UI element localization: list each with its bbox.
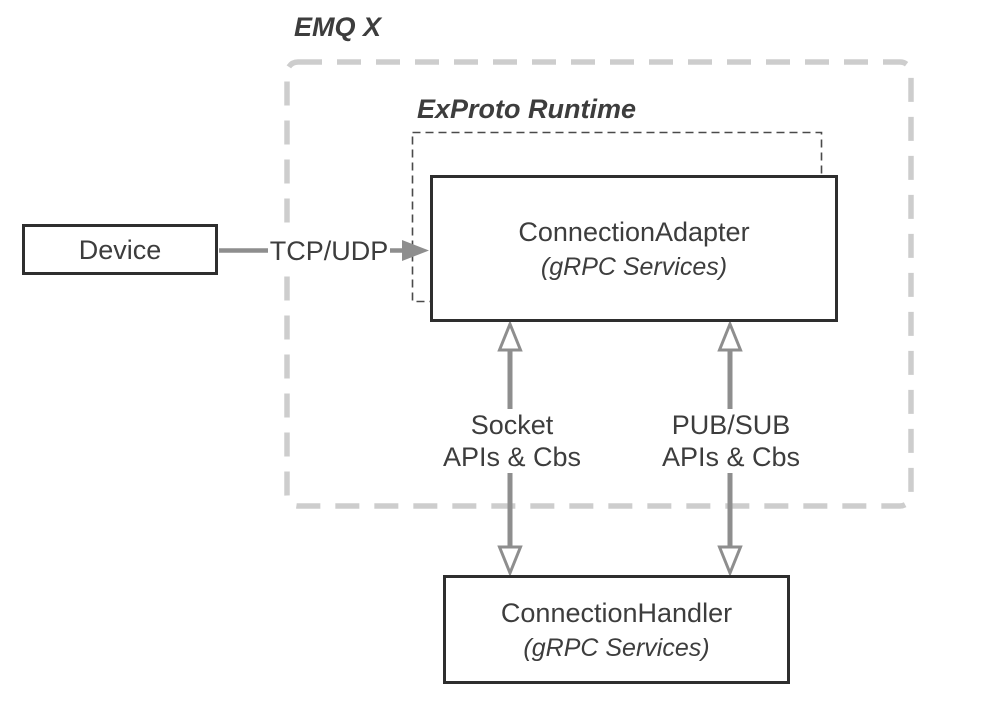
pubsub-edge-label-line2: APIs & Cbs — [661, 442, 801, 472]
connection-adapter-node: ConnectionAdapter (gRPC Services) — [430, 175, 838, 322]
pubsub-edge-label: PUB/SUB APIs & Cbs — [661, 409, 801, 473]
socket-edge-label-line1: Socket — [470, 410, 554, 440]
connection-adapter-label: ConnectionAdapter — [518, 216, 750, 247]
pubsub-arrowhead-down — [717, 545, 743, 578]
emqx-group-title: EMQ X — [294, 12, 382, 42]
socket-edge-label-line2: APIs & Cbs — [442, 442, 582, 472]
socket-edge-label: Socket APIs & Cbs — [442, 409, 582, 473]
device-node-label: Device — [78, 234, 162, 265]
tcp-udp-arrowhead — [402, 240, 429, 261]
connection-handler-sublabel: (gRPC Services) — [523, 633, 710, 662]
emqx-group-boundary — [284, 59, 914, 509]
socket-arrowhead-down — [497, 545, 523, 578]
connection-handler-node: ConnectionHandler (gRPC Services) — [443, 575, 790, 684]
device-node: Device — [22, 224, 218, 275]
exproto-runtime-title: ExProto Runtime — [417, 94, 637, 124]
tcp-udp-edge-label: TCP/UDP — [268, 235, 390, 267]
connection-adapter-sublabel: (gRPC Services) — [540, 252, 728, 281]
connection-handler-label: ConnectionHandler — [500, 597, 733, 628]
socket-arrowhead-up — [497, 319, 523, 352]
pubsub-arrowhead-up — [717, 319, 743, 352]
pubsub-edge-label-line1: PUB/SUB — [671, 410, 791, 440]
